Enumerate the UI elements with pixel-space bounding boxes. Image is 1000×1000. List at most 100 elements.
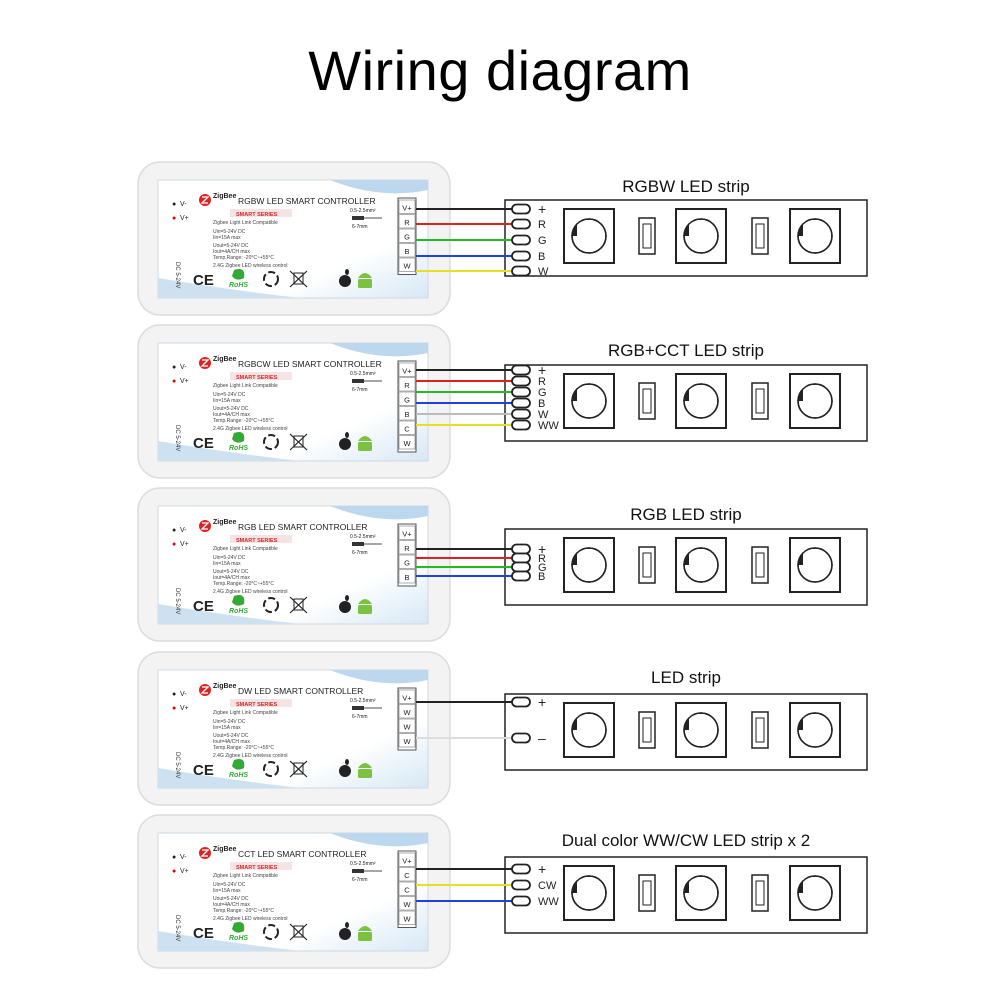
strip-title: LED strip (651, 668, 721, 687)
power-terminal-dot: ● (172, 854, 176, 861)
power-terminal-vminus: V- (180, 527, 187, 534)
terminal-label: B (404, 573, 409, 582)
led-chip (675, 373, 727, 429)
strip-pad-label: W (538, 266, 549, 278)
spec-output-current: Iout=4A/CH max (213, 412, 250, 418)
apple-icon (339, 922, 351, 940)
strip-pad-label: – (538, 730, 546, 746)
rohs-leaf-icon (232, 269, 245, 280)
series-label: SMART SERIES (236, 702, 278, 708)
ce-mark: CE (193, 272, 214, 289)
series-label: SMART SERIES (236, 375, 278, 381)
spec-output-current: Iout=4A/CH max (213, 902, 250, 908)
solder-pad (511, 203, 531, 215)
spec-temp-range: Temp.Range: -20°C~+55°C (213, 255, 274, 261)
spec-input-current: Iin=15A max (213, 235, 241, 241)
spec-output-current: Iout=4A/CH max (213, 739, 250, 745)
terminal-label: W (403, 439, 411, 448)
side-voltage-label: DC 5-24V (174, 588, 180, 614)
strip-pad-label: + (538, 541, 546, 557)
strip-pad-label: + (538, 861, 546, 877)
spec-input-current: Iin=15A max (213, 561, 241, 567)
solder-pad (511, 552, 531, 564)
controller-model: CCT LED SMART CONTROLLER (238, 849, 366, 859)
led-chip (675, 865, 727, 921)
spec-temp-range: Temp.Range: -20°C~+55°C (213, 581, 274, 587)
power-terminal-dot: ● (172, 541, 176, 548)
resistor (638, 382, 656, 420)
spec-output-voltage: Uout=5-24V DC (213, 733, 249, 739)
series-label: SMART SERIES (236, 212, 278, 218)
spec-output-voltage: Uout=5-24V DC (213, 406, 249, 412)
ce-mark: CE (193, 925, 214, 942)
terminal-label: G (404, 396, 410, 405)
rohs-leaf-icon (232, 759, 245, 770)
compat-label: Zigbee Light Link Compatible (213, 546, 278, 552)
rohs-mark: RoHS (229, 608, 248, 615)
spec-wireless: 2.4G Zigbee LED wireless control (213, 589, 287, 595)
power-terminal-vplus: V+ (180, 868, 189, 875)
apple-icon (339, 269, 351, 287)
terminal-label: V+ (402, 204, 412, 213)
strip-pad-label: + (538, 362, 546, 378)
led-strip (504, 364, 868, 442)
weee-bin-icon (289, 596, 308, 614)
solder-pad (511, 397, 531, 409)
compat-label: Zigbee Light Link Compatible (213, 710, 278, 716)
terminal-label: R (404, 381, 410, 390)
series-label: SMART SERIES (236, 865, 278, 871)
strip-title: Dual color WW/CW LED strip x 2 (562, 831, 810, 850)
terminal-label: V+ (402, 857, 412, 866)
terminal-label: W (403, 737, 411, 746)
compat-label: Zigbee Light Link Compatible (213, 220, 278, 226)
led-strip (504, 856, 868, 934)
solder-pad (511, 375, 531, 387)
android-icon (358, 599, 372, 614)
strip-title: RGB LED strip (630, 505, 741, 524)
led-chip (789, 702, 841, 758)
wire-size-label: 0.5-2.5mm² (350, 208, 376, 214)
solder-pad (511, 265, 531, 277)
resistor (638, 711, 656, 749)
solder-pad (511, 561, 531, 573)
brand-label: ZigBee (213, 846, 236, 853)
rohs-leaf-icon (232, 595, 245, 606)
led-chip (675, 537, 727, 593)
solder-pad (511, 234, 531, 246)
android-icon (358, 926, 372, 941)
led-chip (563, 537, 615, 593)
recycle-icon (263, 761, 279, 777)
terminal-label: G (404, 233, 410, 242)
spec-temp-range: Temp.Range: -20°C~+55°C (213, 745, 274, 751)
strip-pad-label: G (538, 235, 547, 247)
android-icon (358, 273, 372, 288)
spec-output-current: Iout=4A/CH max (213, 249, 250, 255)
terminal-label: V+ (402, 367, 412, 376)
solder-pad (511, 364, 531, 376)
solder-pad (511, 408, 531, 420)
controller-model: DW LED SMART CONTROLLER (238, 686, 363, 696)
side-voltage-label: DC 5-24V (174, 915, 180, 941)
strip-title: RGBW LED strip (622, 177, 750, 196)
brand-label: ZigBee (213, 519, 236, 526)
terminal-label: B (404, 410, 409, 419)
spec-wireless: 2.4G Zigbee LED wireless control (213, 263, 287, 269)
page-title: Wiring diagram (308, 39, 692, 102)
strip-length-label: 6-7mm (352, 714, 368, 720)
resistor (638, 546, 656, 584)
recycle-icon (263, 434, 279, 450)
strip-pad-label: CW (538, 880, 557, 892)
resistor (638, 217, 656, 255)
strip-length-label: 6-7mm (352, 387, 368, 393)
spec-input-current: Iin=15A max (213, 725, 241, 731)
spec-wireless: 2.4G Zigbee LED wireless control (213, 753, 287, 759)
power-terminal-vminus: V- (180, 691, 187, 698)
recycle-icon (263, 597, 279, 613)
strip-pad-label: WW (538, 420, 559, 432)
